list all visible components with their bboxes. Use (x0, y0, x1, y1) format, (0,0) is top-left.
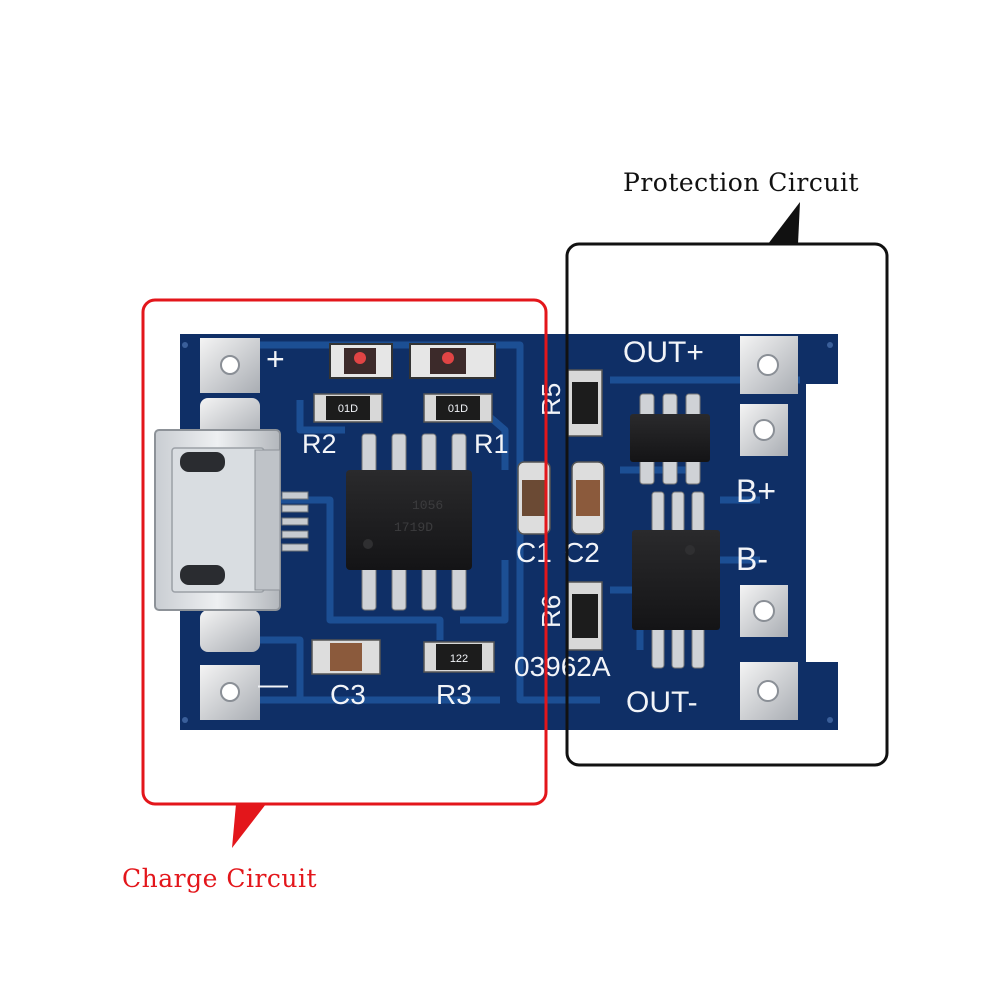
silk-out-plus: OUT+ (623, 336, 704, 369)
protection-ic (630, 393, 710, 485)
resistor-r1: 01D (423, 393, 493, 423)
resistor-r2: 01D (313, 393, 383, 423)
silk-r3: R3 (436, 679, 472, 710)
pad-b-plus (740, 404, 788, 456)
charger-ic-marking-2: 1719D (394, 520, 433, 535)
resistor-code-r1: 01D (448, 403, 468, 415)
silk-r5: R5 (536, 383, 566, 416)
dual-mosfet (632, 491, 720, 669)
silk-out-minus: OUT- (626, 686, 698, 719)
charge-circuit-pointer (232, 804, 266, 848)
silk-c3: C3 (330, 679, 366, 710)
silk-r6: R6 (536, 595, 566, 628)
micro-usb-connector (154, 429, 309, 611)
protection-circuit-callout (565, 202, 889, 767)
silk-b-minus: B- (736, 541, 768, 577)
silk-plus: + (266, 341, 285, 377)
resistor-r6 (567, 581, 603, 651)
pad-b-minus (740, 585, 788, 637)
pad-low-left (200, 610, 260, 652)
capacitor-c2 (571, 461, 605, 535)
pad-in-minus (200, 665, 260, 720)
pad-in-plus (200, 338, 260, 393)
silk-minus: — (258, 668, 288, 701)
led-charging (329, 343, 393, 379)
protection-circuit-box (565, 242, 889, 767)
charger-ic-marking: 1056 (412, 498, 443, 513)
resistor-code-r2: 01D (338, 403, 358, 415)
pad-out-plus (740, 336, 798, 394)
silk-r2: R2 (302, 429, 337, 459)
board-edge-dots (182, 342, 833, 723)
charger-ic: 1056 1719D (346, 433, 472, 611)
protection-circuit-pointer (768, 202, 800, 244)
capacitor-c1 (517, 461, 551, 535)
capacitor-c3 (311, 639, 381, 675)
silk-c2: C2 (564, 537, 600, 568)
protection-circuit-label: Protection Circuit (623, 168, 860, 197)
silk-b-plus: B+ (736, 473, 776, 509)
led-standby (409, 343, 496, 379)
silk-r1: R1 (474, 429, 509, 459)
resistor-r5 (567, 369, 603, 437)
resistor-code-r3: 122 (450, 653, 468, 665)
silk-board-code: 03962A (514, 651, 611, 682)
resistor-r3: 122 (423, 641, 495, 673)
charge-circuit-box (141, 298, 548, 806)
charge-circuit-callout (141, 298, 548, 848)
pad-out-minus (740, 662, 798, 720)
charge-circuit-label: Charge Circuit (122, 864, 318, 893)
